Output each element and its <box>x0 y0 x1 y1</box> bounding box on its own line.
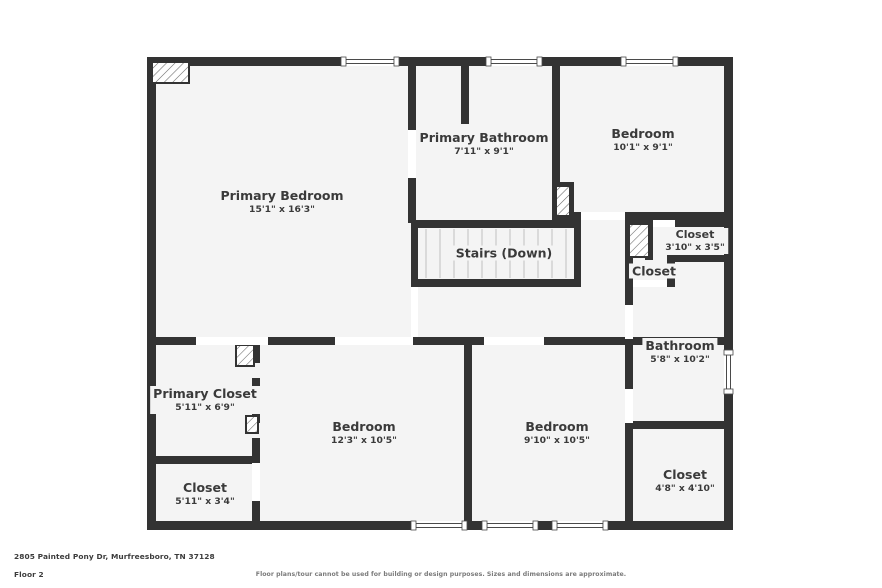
hatch-primary-closet-top <box>235 344 255 367</box>
doorway-hall-lower <box>625 305 633 339</box>
room-label-closet-hall: Closet <box>629 263 679 279</box>
windows <box>340 56 734 531</box>
hatch-closet-upper <box>628 223 650 258</box>
wall-closet-upper-bottom <box>674 255 733 262</box>
room-fills <box>147 57 733 530</box>
wall-primary-bath-stub <box>461 62 469 124</box>
wall-primary-bedroom-right-upper <box>408 62 416 130</box>
wall-exterior-top <box>147 57 733 66</box>
wall-mid-horizontal <box>147 337 733 345</box>
floor-label: Floor 2 <box>14 570 44 579</box>
doorway-primary-closet <box>196 337 268 345</box>
wall-stairs-top <box>411 220 581 228</box>
hatch-primary-bedroom-top-left <box>151 61 190 84</box>
wall-closet-hall-left <box>625 255 633 287</box>
doorway-bedroom-left <box>335 337 413 345</box>
doorway-closet-lower-right <box>625 389 633 423</box>
wall-exterior-right <box>724 57 733 530</box>
doorway-closet-lower-left <box>252 463 260 501</box>
wall-bathroom-left <box>625 345 633 429</box>
hatched-blocks <box>151 61 650 434</box>
wall-stairs-right <box>574 220 581 287</box>
wall-stairs-left <box>411 220 418 287</box>
wall-closet-lower-left-top <box>147 456 260 464</box>
doorway-bedroom-right <box>484 337 544 345</box>
disclaimer-text: Floor plans/tour cannot be used for buil… <box>255 571 627 578</box>
wall-primary-closet-right-a <box>252 345 260 363</box>
doorway-primary-bathroom <box>408 130 416 178</box>
hatch-bedroom-front-closet <box>555 185 571 217</box>
doorway-hall-left <box>411 287 418 337</box>
wall-closet-lower-right-left <box>625 429 633 530</box>
stairs-label: Stairs (Down) <box>451 245 557 261</box>
wall-bedroom-front-bottom <box>560 212 733 220</box>
doorway-hall-upper <box>581 212 625 220</box>
doorways <box>196 130 675 501</box>
wall-stairs-bottom <box>411 279 581 287</box>
property-address: 2805 Painted Pony Dr, Murfreesboro, TN 3… <box>14 552 215 561</box>
wall-primary-bedroom-right-lower <box>408 178 416 223</box>
wall-bath-bedroom-divider <box>552 62 560 182</box>
wall-bathroom-bottom <box>625 421 733 429</box>
doorway-closet-hall <box>633 280 667 287</box>
footer: 2805 Painted Pony Dr, Murfreesboro, TN 3… <box>14 551 414 581</box>
wall-bedroom-divider-lower <box>464 345 472 530</box>
wall-exterior-left <box>147 57 156 530</box>
hatch-primary-closet-bottom <box>245 415 259 434</box>
wall-closet-upper-top <box>625 220 733 227</box>
doorway-closet-upper-top <box>653 220 675 227</box>
